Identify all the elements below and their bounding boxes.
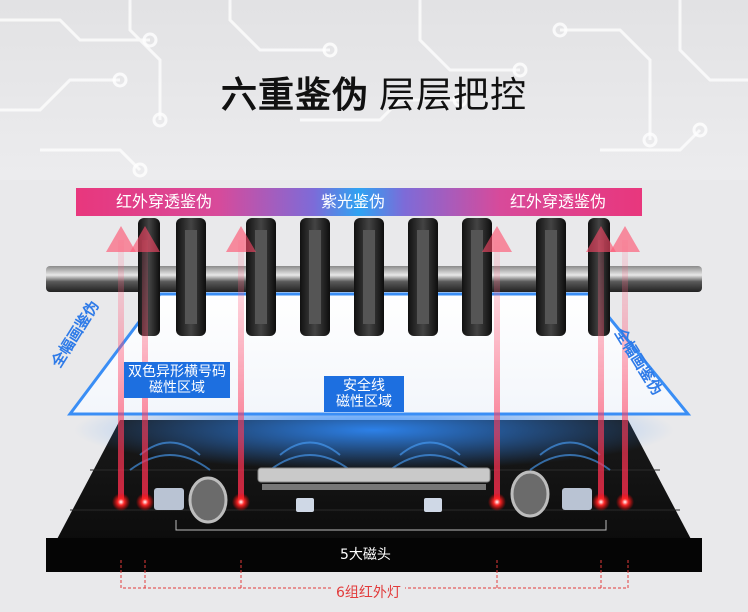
banner-center-label: 紫光鉴伪 [321,188,385,216]
lights-label: 6组红外灯 [332,582,405,602]
banner-left-label: 红外穿透鉴伪 [116,188,212,216]
heads-label: 5大磁头 [340,544,391,564]
zone-label-serial: 双色异形横号码 磁性区域 [124,362,230,398]
zone-label-thread: 安全线 磁性区域 [324,376,404,412]
detection-banner: 红外穿透鉴伪 紫光鉴伪 红外穿透鉴伪 [76,188,642,216]
banner-right-label: 红外穿透鉴伪 [510,188,606,216]
